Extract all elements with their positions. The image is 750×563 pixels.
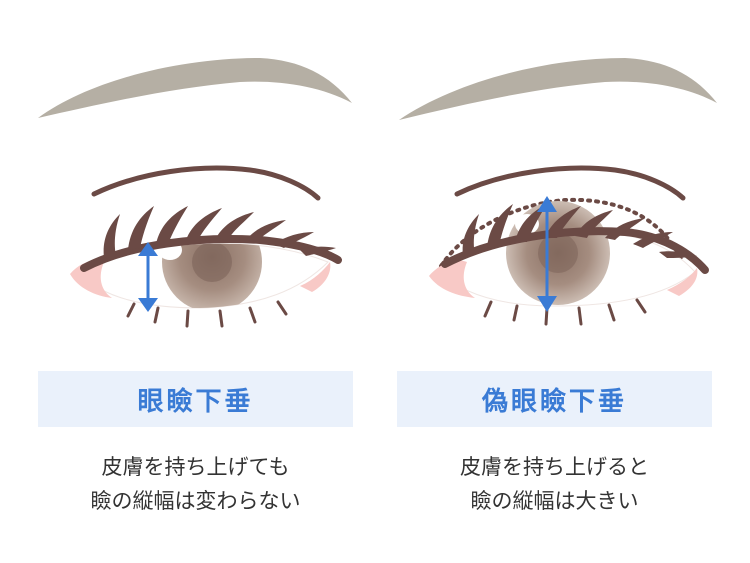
- eyebrow: [399, 58, 717, 120]
- panel-caption: 皮膚を持ち上げると 瞼の縦幅は大きい: [367, 450, 742, 518]
- eye-illustration-pseudo-ptosis: [399, 58, 717, 326]
- pupil: [538, 233, 578, 273]
- title-bar: 偽眼瞼下垂: [397, 371, 712, 427]
- title-bar: 眼瞼下垂: [38, 371, 353, 427]
- caption-line-1: 皮膚を持ち上げても: [101, 455, 290, 479]
- lower-eyelashes: [483, 298, 647, 326]
- panel-true-ptosis: 眼瞼下垂 皮膚を持ち上げても 瞼の縦幅は変わらない: [38, 58, 353, 513]
- caption-line-2: 瞼の縦幅は変わらない: [90, 489, 301, 513]
- panel-title: 眼瞼下垂: [137, 386, 254, 417]
- outer-corner: [667, 268, 698, 296]
- upper-eyelashes: [103, 206, 336, 258]
- upper-eyelashes: [462, 204, 697, 258]
- inner-corner: [429, 260, 475, 298]
- pupil: [192, 243, 232, 282]
- eyelid-height-arrow: [537, 196, 557, 312]
- caption-line-1: 皮膚を持ち上げると: [460, 455, 649, 479]
- eyebrow: [38, 58, 352, 118]
- eyelid-height-arrow: [138, 242, 158, 312]
- eye-illustration-ptosis: [38, 58, 352, 328]
- caption-line-2: 瞼の縦幅は大きい: [470, 489, 639, 513]
- panel-pseudo-ptosis: 偽眼瞼下垂 皮膚を持ち上げると 瞼の縦幅は大きい: [375, 0, 750, 563]
- lower-eyelashes: [126, 300, 288, 328]
- eyelid-crease: [91, 165, 321, 201]
- panel-title: 偽眼瞼下垂: [481, 386, 627, 417]
- outer-corner: [300, 262, 331, 292]
- eyelid-crease: [454, 165, 686, 201]
- panel-caption: 皮膚を持ち上げても 瞼の縦幅は変わらない: [8, 450, 383, 518]
